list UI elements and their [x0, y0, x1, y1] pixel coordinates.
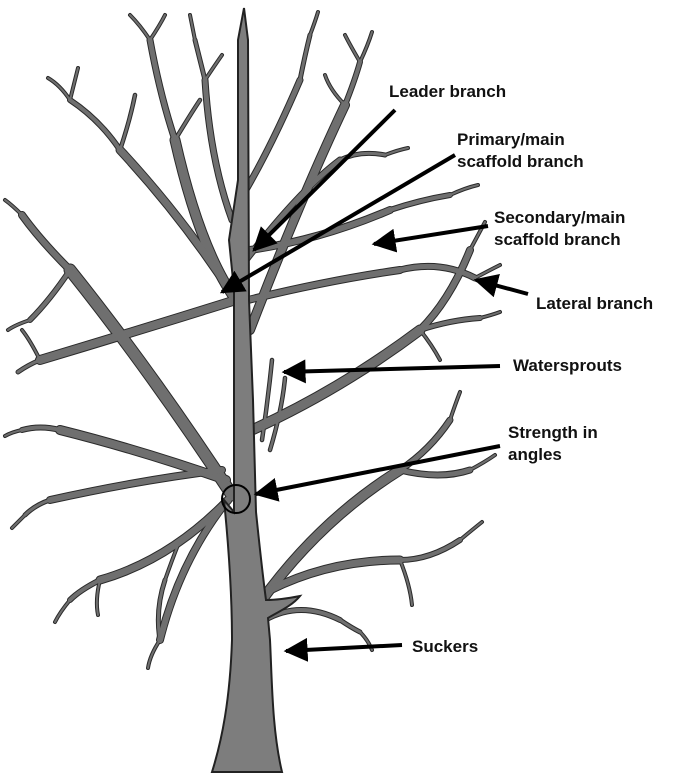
branch — [70, 100, 120, 150]
branch — [130, 15, 150, 40]
branch — [70, 68, 78, 100]
branch — [12, 515, 25, 528]
branch — [8, 320, 30, 330]
branch — [345, 35, 360, 62]
branch — [340, 620, 360, 632]
branch — [175, 100, 200, 140]
branch — [450, 185, 478, 195]
branch — [420, 330, 440, 360]
branch-outline — [100, 500, 228, 580]
branch — [360, 32, 372, 62]
branch — [470, 455, 495, 470]
branch — [195, 40, 205, 80]
branch — [50, 470, 222, 500]
branch — [22, 330, 40, 360]
branch — [450, 392, 460, 420]
tree-illustration — [5, 8, 500, 772]
branch — [100, 500, 228, 580]
branch — [5, 200, 22, 215]
branch — [150, 15, 165, 40]
branch — [22, 215, 70, 270]
branch — [310, 12, 318, 35]
label-suckers: Suckers — [412, 637, 478, 656]
tree-trunk — [212, 8, 300, 772]
branch — [150, 40, 175, 140]
branch — [120, 95, 135, 150]
label-strength-in-angles: Strength in angles — [508, 423, 602, 464]
branch — [30, 270, 70, 320]
branch — [475, 265, 500, 278]
branch — [390, 195, 450, 210]
arrow-secondary-scaffold — [374, 226, 488, 244]
label-secondary-scaffold: Secondary/main scaffold branch — [494, 208, 630, 249]
branch — [18, 360, 40, 372]
branch — [55, 600, 70, 622]
branch — [460, 522, 482, 540]
arrow-lateral-branch — [476, 280, 528, 294]
branch — [205, 55, 222, 80]
label-leader-branch: Leader branch — [389, 82, 506, 101]
branch — [300, 35, 310, 80]
label-primary-scaffold: Primary/main scaffold branch — [457, 130, 584, 171]
label-watersprouts: Watersprouts — [513, 356, 622, 375]
branch — [345, 62, 360, 105]
branch — [400, 470, 470, 475]
label-lateral-branch: Lateral branch — [536, 294, 653, 313]
arrow-suckers — [286, 645, 402, 651]
arrow-watersprouts — [284, 366, 500, 372]
